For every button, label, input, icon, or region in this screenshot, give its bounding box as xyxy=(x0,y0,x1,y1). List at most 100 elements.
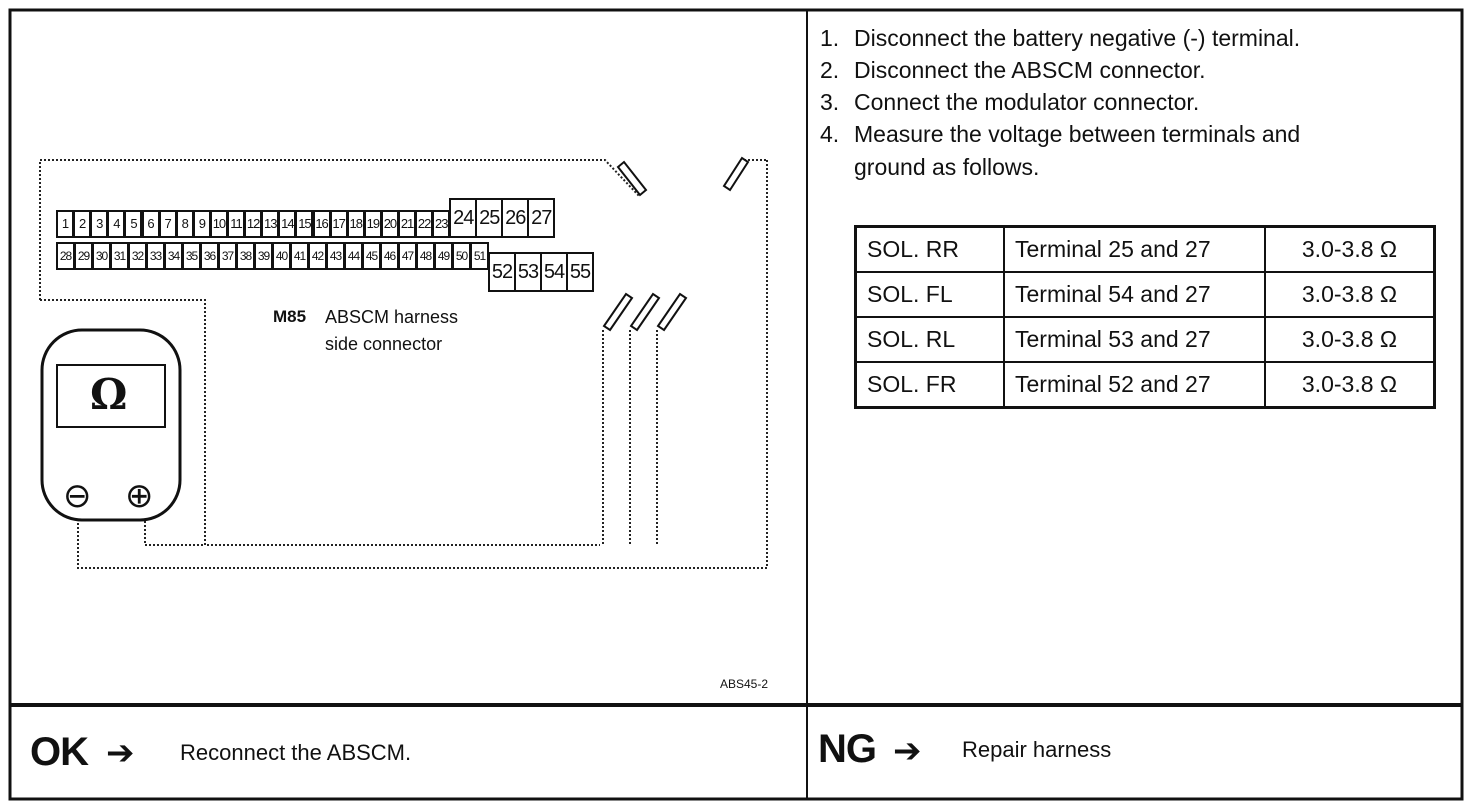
pin-21: 21 xyxy=(398,210,417,238)
resistance-value: 3.0-3.8 Ω xyxy=(1264,361,1436,409)
pin-5: 5 xyxy=(124,210,143,238)
step-text: Measure the voltage between terminals an… xyxy=(854,121,1301,147)
pin-43: 43 xyxy=(326,242,345,270)
pin-55: 55 xyxy=(566,252,594,292)
pin-44: 44 xyxy=(344,242,363,270)
terminal-pair: Terminal 52 and 27 xyxy=(1003,361,1266,409)
pin-11: 11 xyxy=(227,210,246,238)
pin-35: 35 xyxy=(182,242,201,270)
resistance-value: 3.0-3.8 Ω xyxy=(1264,316,1436,363)
step-number: 1. xyxy=(820,25,840,51)
pin-7: 7 xyxy=(158,210,177,238)
pin-13: 13 xyxy=(261,210,280,238)
figure-code: ABS45-2 xyxy=(720,677,769,691)
table-row: SOL. RR Terminal 25 and 27 3.0-3.8 Ω xyxy=(854,225,1436,273)
pin-19: 19 xyxy=(363,210,382,238)
ohm-symbol: Ω xyxy=(90,370,128,419)
pin-36: 36 xyxy=(200,242,219,270)
pin-26: 26 xyxy=(501,198,530,238)
ok-action: Reconnect the ABSCM. xyxy=(180,740,412,765)
pin-31: 31 xyxy=(110,242,129,270)
step-1: 1. Disconnect the battery negative (-) te… xyxy=(820,22,1300,54)
ng-label: NG xyxy=(818,727,877,771)
pin-53: 53 xyxy=(514,252,542,292)
pin-38: 38 xyxy=(236,242,255,270)
connector-caption-line2: side connector xyxy=(325,334,443,354)
pin-37: 37 xyxy=(218,242,237,270)
pin-39: 39 xyxy=(254,242,273,270)
ng-arrow-icon: ➔ xyxy=(893,731,922,771)
table-row: SOL. FR Terminal 52 and 27 3.0-3.8 Ω xyxy=(854,361,1436,409)
ok-label: OK xyxy=(30,730,89,774)
solenoid-label: SOL. FR xyxy=(854,361,1005,409)
pin-32: 32 xyxy=(128,242,147,270)
pin-27: 27 xyxy=(527,198,556,238)
pin-20: 20 xyxy=(380,210,399,238)
pin-4: 4 xyxy=(107,210,126,238)
ohmmeter xyxy=(40,328,182,522)
pin-15: 15 xyxy=(295,210,314,238)
step-4-continuation: ground as follows. xyxy=(854,154,1040,180)
pin-49: 49 xyxy=(434,242,453,270)
table-row: SOL. RL Terminal 53 and 27 3.0-3.8 Ω xyxy=(854,316,1436,363)
pin-12: 12 xyxy=(244,210,263,238)
table-row: SOL. FL Terminal 54 and 27 3.0-3.8 Ω xyxy=(854,271,1436,318)
step-number: 3. xyxy=(820,89,840,115)
pin-9: 9 xyxy=(192,210,211,238)
pin-6: 6 xyxy=(141,210,160,238)
minus-terminal-icon: ⊖ xyxy=(63,476,92,516)
pin-25: 25 xyxy=(475,198,504,238)
pin-46: 46 xyxy=(380,242,399,270)
step-text: Disconnect the battery negative (-) term… xyxy=(854,25,1301,51)
step-text: Disconnect the ABSCM connector. xyxy=(854,57,1206,83)
pin-1: 1 xyxy=(56,210,75,238)
terminal-pair: Terminal 25 and 27 xyxy=(1003,225,1266,273)
pin-16: 16 xyxy=(312,210,331,238)
pin-33: 33 xyxy=(146,242,165,270)
measurement-table: SOL. RR Terminal 25 and 27 3.0-3.8 Ω SOL… xyxy=(854,225,1436,409)
pin-51: 51 xyxy=(470,242,489,270)
pin-10: 10 xyxy=(209,210,228,238)
ng-action: Repair harness xyxy=(962,737,1112,762)
step-text: Connect the modulator connector. xyxy=(854,89,1200,115)
resistance-value: 3.0-3.8 Ω xyxy=(1264,271,1436,318)
terminal-pair: Terminal 54 and 27 xyxy=(1003,271,1266,318)
step-number: 2. xyxy=(820,57,840,83)
terminal-pair: Terminal 53 and 27 xyxy=(1003,316,1266,363)
pin-50: 50 xyxy=(452,242,471,270)
pin-29: 29 xyxy=(74,242,93,270)
pin-48: 48 xyxy=(416,242,435,270)
solenoid-label: SOL. RL xyxy=(854,316,1005,363)
pin-18: 18 xyxy=(346,210,365,238)
connector-id: M85 xyxy=(273,307,307,326)
ok-arrow-icon: ➔ xyxy=(106,733,135,773)
pin-14: 14 xyxy=(278,210,297,238)
pin-40: 40 xyxy=(272,242,291,270)
pin-2: 2 xyxy=(73,210,92,238)
pin-52: 52 xyxy=(488,252,516,292)
probes xyxy=(602,156,750,332)
pin-22: 22 xyxy=(415,210,434,238)
pin-34: 34 xyxy=(164,242,183,270)
step-4: 4. Measure the voltage between terminals … xyxy=(820,118,1300,150)
step-number: 4. xyxy=(820,121,840,147)
solenoid-label: SOL. RR xyxy=(854,225,1005,273)
pin-41: 41 xyxy=(290,242,309,270)
step-2: 2. Disconnect the ABSCM connector. xyxy=(820,54,1206,86)
connector-caption-line1: ABSCM harness xyxy=(325,307,459,327)
pin-47: 47 xyxy=(398,242,417,270)
pin-24: 24 xyxy=(449,198,478,238)
pin-28: 28 xyxy=(56,242,75,270)
pin-54: 54 xyxy=(540,252,568,292)
pin-23: 23 xyxy=(432,210,451,238)
pin-45: 45 xyxy=(362,242,381,270)
pin-3: 3 xyxy=(90,210,109,238)
solenoid-label: SOL. FL xyxy=(854,271,1005,318)
pin-17: 17 xyxy=(329,210,348,238)
step-3: 3. Connect the modulator connector. xyxy=(820,86,1199,118)
pin-30: 30 xyxy=(92,242,111,270)
pin-8: 8 xyxy=(175,210,194,238)
pin-42: 42 xyxy=(308,242,327,270)
resistance-value: 3.0-3.8 Ω xyxy=(1264,225,1436,273)
